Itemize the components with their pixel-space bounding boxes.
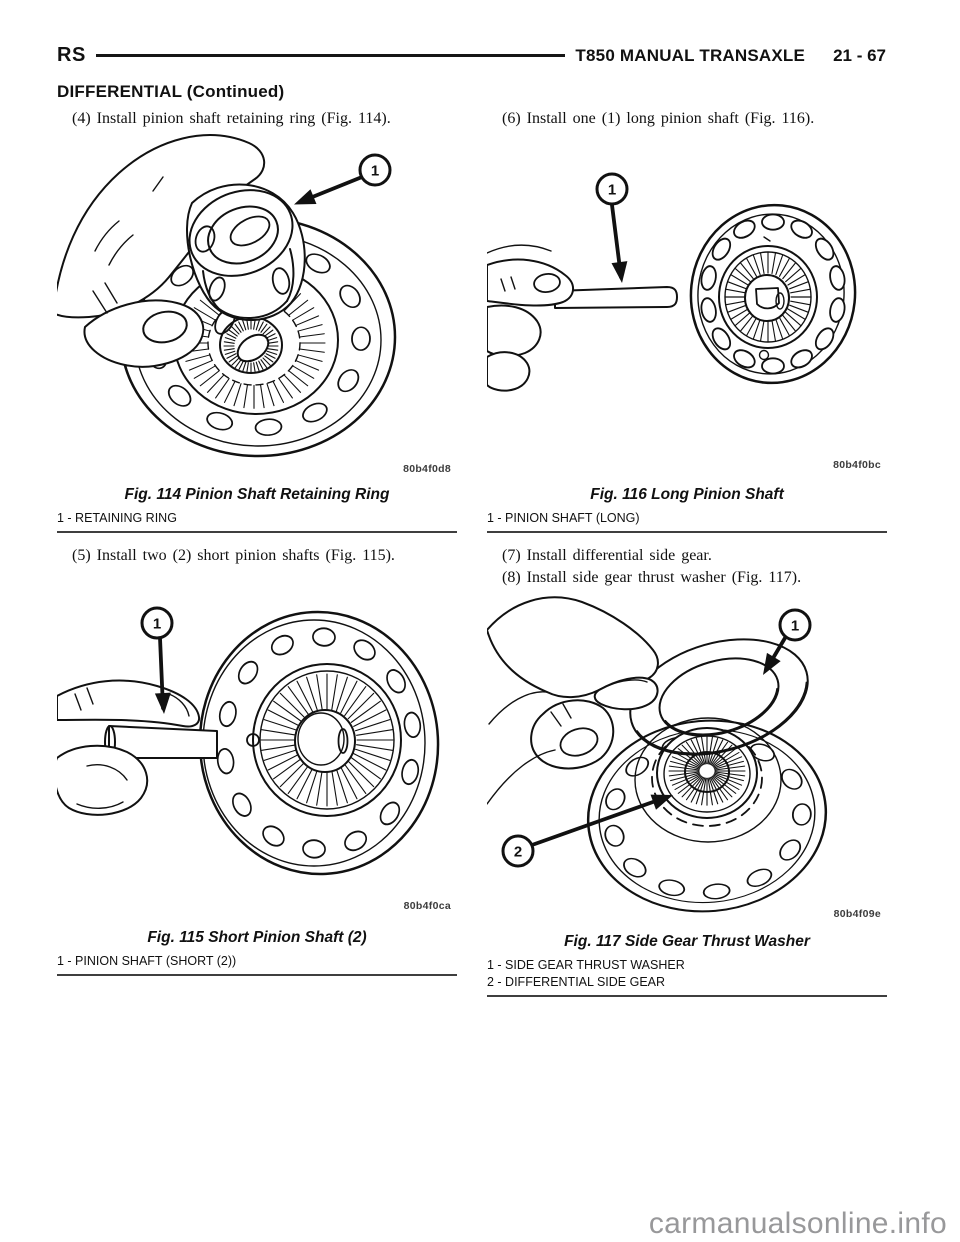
fig116-illustration: 1 xyxy=(487,172,857,392)
site-watermark: carmanualsonline.info xyxy=(648,1207,947,1240)
figure-114: 1 80b4f0d8 xyxy=(57,131,457,477)
fig115-illustration: 1 xyxy=(57,606,440,876)
fig117-illustration: 1 2 xyxy=(487,596,828,913)
thrust-washer xyxy=(629,638,809,756)
differential-case xyxy=(198,610,440,876)
retaining-ring-part xyxy=(186,183,306,321)
step-8: (8) Install side gear thrust washer (Fig… xyxy=(502,569,802,586)
gear-hatching xyxy=(724,251,812,343)
step-4: (4) Install pinion shaft retaining ring … xyxy=(72,110,391,127)
chapter-title: T850 MANUAL TRANSAXLE xyxy=(575,45,806,65)
fig115-legend: 1 - PINION SHAFT (SHORT (2)) xyxy=(57,954,457,968)
model-code: RS xyxy=(57,44,86,66)
image-code: 80b4f0d8 xyxy=(403,463,451,475)
callout-1: 1 xyxy=(140,606,174,714)
arrowhead xyxy=(650,794,673,810)
image-code: 80b4f0ca xyxy=(403,900,451,912)
bolt-holes xyxy=(216,627,422,859)
column-divider xyxy=(487,531,887,533)
differential-case xyxy=(689,203,857,385)
fig114-caption: Fig. 114 Pinion Shaft Retaining Ring xyxy=(124,486,390,503)
callout-1-label: 1 xyxy=(791,618,799,635)
legend-item: 2 - DIFFERENTIAL SIDE GEAR xyxy=(487,975,666,989)
gear-hatching xyxy=(260,673,394,807)
arrowhead xyxy=(763,652,781,675)
hand xyxy=(487,244,574,392)
fig116-legend: 1 - PINION SHAFT (LONG) xyxy=(487,511,887,525)
page-number: 21 - 67 xyxy=(833,45,886,65)
hand xyxy=(487,596,659,805)
arrowhead xyxy=(294,189,317,205)
callout-1: 1 xyxy=(294,153,392,205)
callout-1-label: 1 xyxy=(153,616,161,633)
header-rule-line xyxy=(95,54,566,57)
callout-1: 1 xyxy=(595,172,629,283)
fig117-caption: Fig. 117 Side Gear Thrust Washer xyxy=(564,933,810,950)
section-title: DIFFERENTIAL (Continued) xyxy=(57,82,285,101)
fig117-legend: 1 - SIDE GEAR THRUST WASHER 2 - DIFFEREN… xyxy=(487,958,887,989)
page-header: RS T850 MANUAL TRANSAXLE 21 - 67 DIFFERE… xyxy=(57,44,886,102)
spline-hatching xyxy=(223,318,279,374)
arrowhead xyxy=(154,692,171,714)
legend-item: 1 - PINION SHAFT (LONG) xyxy=(487,511,640,525)
fig114-illustration: 1 xyxy=(57,134,397,458)
arrowhead xyxy=(611,261,628,283)
legend-item: 1 - SIDE GEAR THRUST WASHER xyxy=(487,958,685,972)
bolt-holes xyxy=(700,213,846,375)
left-column: (4) Install pinion shaft retaining ring … xyxy=(57,100,457,976)
step-6: (6) Install one (1) long pinion shaft (F… xyxy=(502,110,815,127)
step-5: (5) Install two (2) short pinion shafts … xyxy=(72,547,395,564)
callout-1: 1 xyxy=(763,608,812,675)
column-divider xyxy=(57,531,457,533)
figure-117: 1 2 80b4f09e xyxy=(487,594,887,924)
column-divider xyxy=(487,995,887,997)
fig115-caption: Fig. 115 Short Pinion Shaft (2) xyxy=(147,929,367,946)
thumb xyxy=(83,282,205,368)
long-pinion-shaft xyxy=(554,286,678,309)
fig116-caption: Fig. 116 Long Pinion Shaft xyxy=(590,486,784,503)
callout-1-label: 1 xyxy=(371,163,379,180)
column-divider xyxy=(57,974,457,976)
step-7: (7) Install differential side gear. xyxy=(502,547,712,564)
image-code: 80b4f09e xyxy=(833,908,881,920)
legend-item: 1 - PINION SHAFT (SHORT (2)) xyxy=(57,954,237,968)
legend-item: 1 - RETAINING RING xyxy=(57,511,177,525)
callout-2-label: 2 xyxy=(514,844,522,861)
figure-115: 1 80b4f0ca xyxy=(57,590,457,920)
image-code: 80b4f0bc xyxy=(833,459,881,471)
figure-116: 1 80b4f0bc xyxy=(487,131,887,477)
callout-1-label: 1 xyxy=(608,182,616,199)
fig114-legend: 1 - RETAINING RING xyxy=(57,511,457,525)
callout-2: 2 xyxy=(501,794,673,868)
side-gear xyxy=(656,727,758,819)
right-column: (6) Install one (1) long pinion shaft (F… xyxy=(487,100,887,997)
